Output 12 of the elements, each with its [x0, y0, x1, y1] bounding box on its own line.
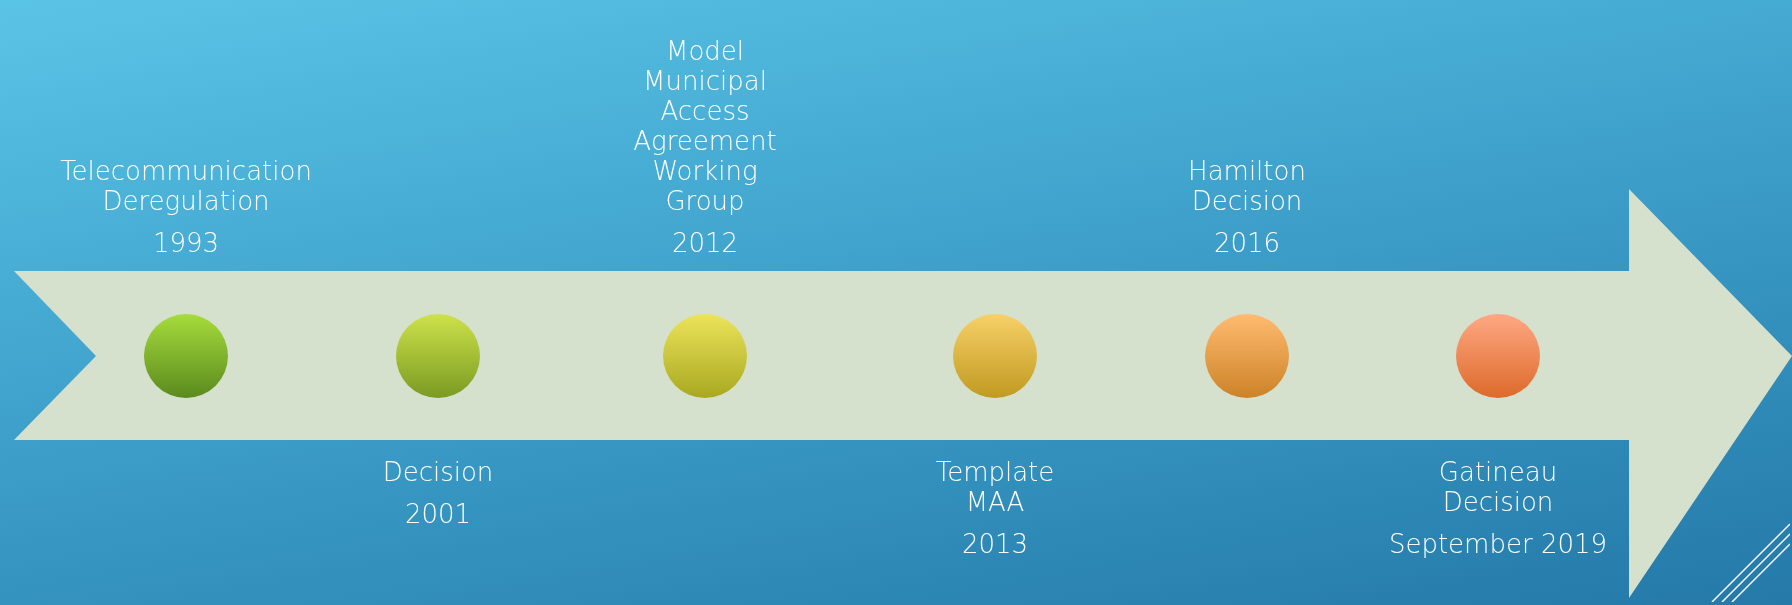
date-label: September 2019 — [1388, 529, 1608, 559]
event-label: Decision — [382, 457, 494, 487]
date-label: 2001 — [404, 499, 472, 529]
date-label: 2012 — [671, 228, 739, 258]
event-label: Model Municipal Access Agreement Working Group — [632, 36, 778, 216]
event-label: Gatineau Decision — [1437, 457, 1559, 517]
date-label: 2016 — [1213, 228, 1281, 258]
event-label: Hamilton Decision — [1187, 156, 1307, 216]
event-label: Telecommunication Deregulation — [59, 156, 313, 216]
date-label: 2013 — [961, 529, 1029, 559]
event-label: Template MAA — [934, 457, 1056, 517]
date-label: 1993 — [152, 228, 220, 258]
